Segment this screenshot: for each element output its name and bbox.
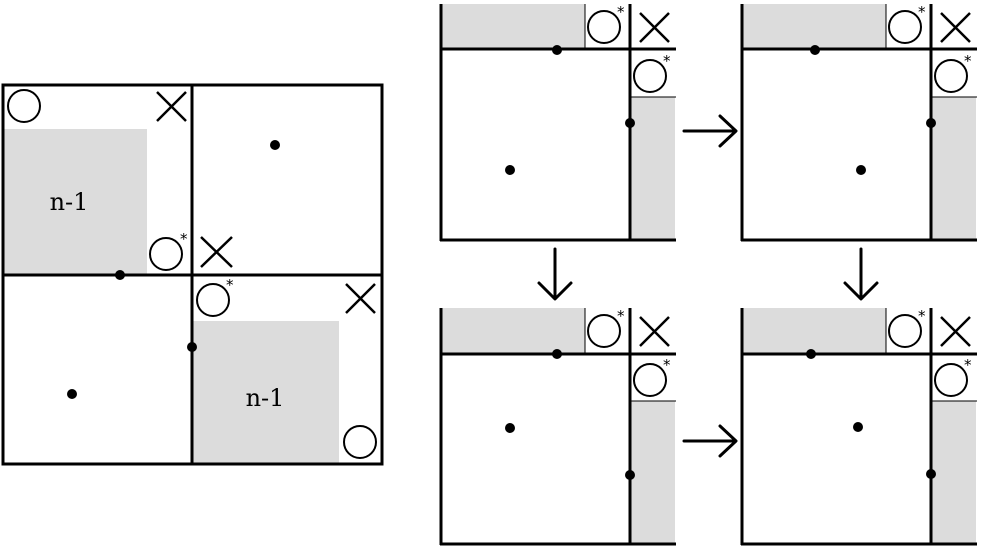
block-label-bottom-right: n-1 [246, 384, 285, 412]
shaded-top-strip [742, 4, 886, 49]
star-mark: * [226, 276, 234, 294]
star-mark: * [663, 356, 671, 374]
cross-marker-icon [940, 316, 971, 347]
point-dot-icon [625, 470, 635, 480]
circle-marker-icon [149, 237, 183, 271]
cross-marker-icon [156, 91, 187, 122]
star-mark: * [918, 3, 926, 21]
cross-marker-icon [940, 12, 971, 43]
point-dot-icon [926, 118, 936, 128]
circle-marker-icon [888, 10, 922, 44]
shaded-top-strip [742, 308, 886, 353]
point-dot-icon [505, 165, 515, 175]
panel-top-right: * * [740, 3, 977, 242]
panel-bottom-right: * * [740, 307, 977, 546]
shaded-block-bottom-right [193, 321, 339, 464]
star-mark: * [918, 307, 926, 325]
circle-marker-icon [7, 89, 41, 123]
point-dot-icon [505, 423, 515, 433]
point-dot-icon [115, 270, 125, 280]
block-label-top-left: n-1 [50, 188, 89, 216]
arrow-icon [537, 247, 573, 301]
shaded-right-strip [932, 401, 976, 543]
point-dot-icon [270, 140, 280, 150]
cross-marker-icon [345, 283, 376, 314]
circle-marker-icon [633, 59, 667, 93]
star-mark: * [617, 307, 625, 325]
point-dot-icon [856, 165, 866, 175]
arrow-icon [843, 247, 879, 301]
circle-marker-icon [587, 10, 621, 44]
shaded-top-strip [441, 308, 585, 353]
circle-marker-icon [934, 363, 968, 397]
cross-marker-icon [200, 236, 233, 268]
circle-marker-icon [934, 59, 968, 93]
circle-marker-icon [587, 314, 621, 348]
circle-marker-icon [633, 363, 667, 397]
star-mark: * [964, 356, 972, 374]
left-diagram: n-1 n-1 * * [1, 83, 384, 466]
point-dot-icon [187, 342, 197, 352]
circle-marker-icon [196, 283, 230, 317]
star-mark: * [663, 52, 671, 70]
point-dot-icon [853, 422, 863, 432]
point-dot-icon [552, 349, 562, 359]
point-dot-icon [67, 389, 77, 399]
point-dot-icon [552, 45, 562, 55]
shaded-right-strip [631, 97, 675, 239]
star-mark: * [617, 3, 625, 21]
circle-marker-icon [343, 425, 377, 459]
shaded-right-strip [631, 401, 675, 543]
shaded-block-top-left [4, 129, 147, 275]
point-dot-icon [810, 45, 820, 55]
point-dot-icon [926, 469, 936, 479]
arrow-icon [682, 424, 738, 458]
circle-marker-icon [888, 314, 922, 348]
shaded-right-strip [932, 97, 976, 239]
star-mark: * [180, 230, 188, 248]
point-dot-icon [625, 118, 635, 128]
panel-bottom-left: * * [439, 307, 676, 546]
star-mark: * [964, 52, 972, 70]
panel-top-left: * * [439, 3, 676, 242]
cross-marker-icon [639, 316, 670, 347]
shaded-top-strip [441, 4, 585, 49]
point-dot-icon [806, 349, 816, 359]
arrow-icon [682, 114, 738, 148]
cross-marker-icon [639, 12, 670, 43]
